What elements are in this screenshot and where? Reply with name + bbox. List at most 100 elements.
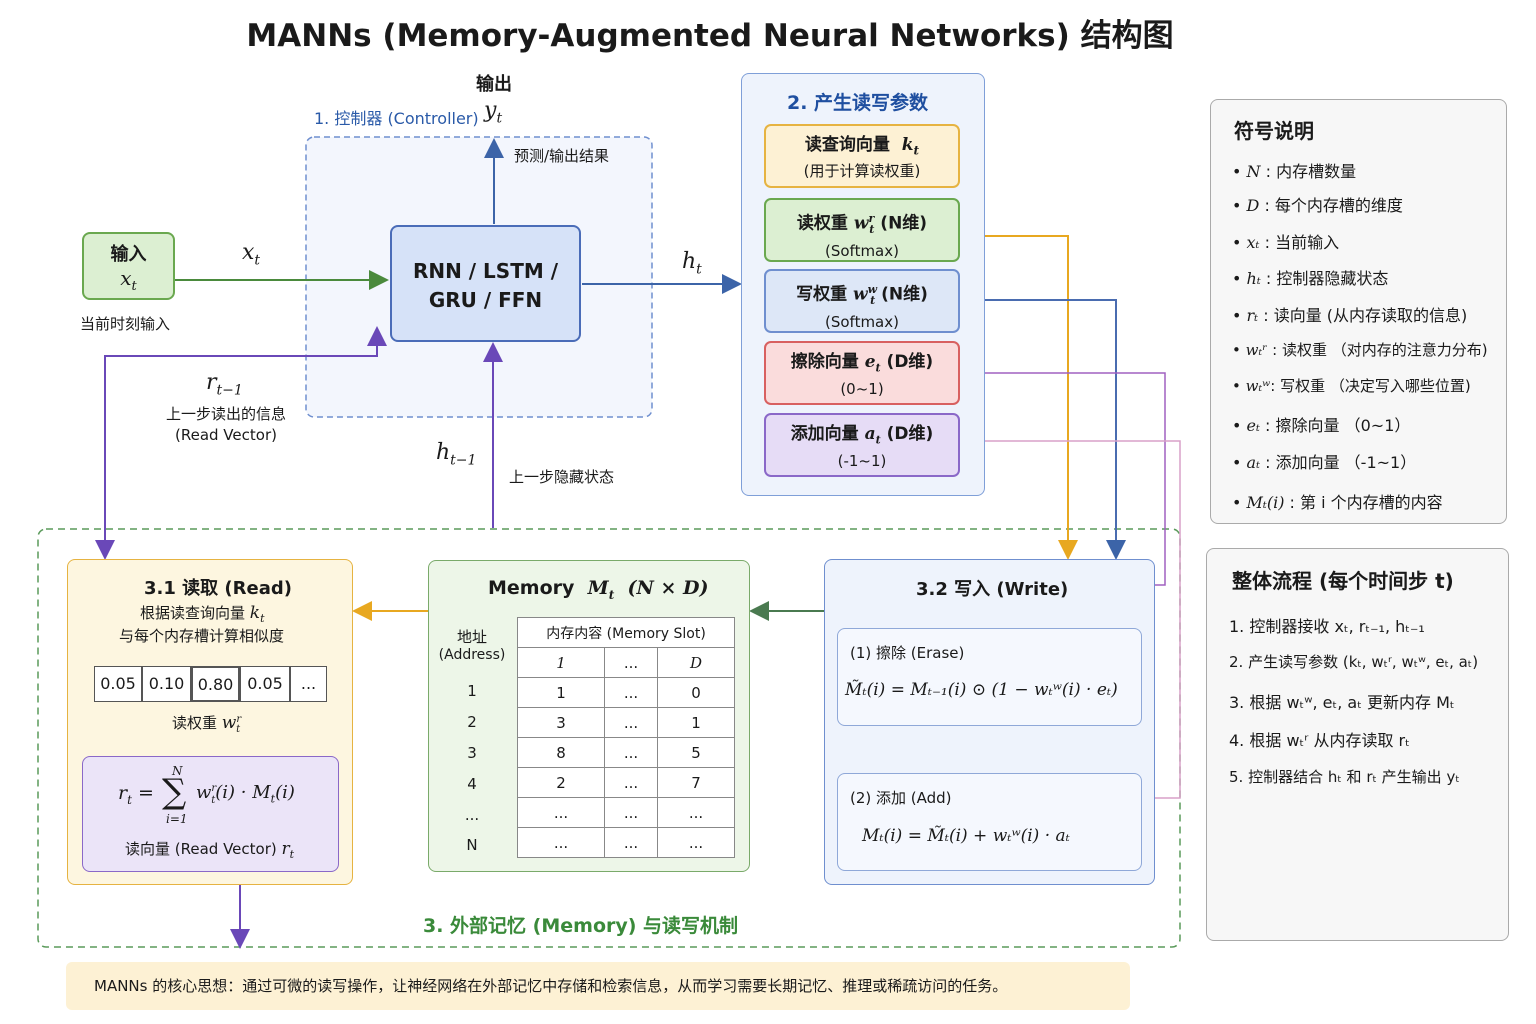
address-cell: 1 <box>467 682 477 700</box>
flow-step: 1. 控制器接收 xₜ, rₜ₋₁, hₜ₋₁ <box>1229 617 1425 636</box>
table-row: 2...7 <box>517 767 735 798</box>
col-header: ... <box>604 647 658 678</box>
flow-step: 3. 根据 wₜʷ, eₜ, aₜ 更新内存 Mₜ <box>1229 693 1455 712</box>
address-header: 地址 <box>456 628 487 646</box>
read-weight-param: 读权重 wrt (N维) (Softmax) <box>764 198 960 262</box>
memory-cell: 3 <box>517 707 605 738</box>
memory-title: Memory Mt (N × D) <box>488 577 709 602</box>
address-cell: 2 <box>467 713 477 731</box>
read-key-param: 读查询向量 kt (用于计算读权重) <box>764 124 960 188</box>
memory-cell: ... <box>604 827 658 858</box>
content-header: 内存内容 (Memory Slot) <box>517 617 735 648</box>
col-header: D <box>657 647 735 678</box>
read-weight-cell: 0.10 <box>142 666 191 702</box>
legend-item: • wₜʷ: 写权重 （决定写入哪些位置) <box>1232 377 1471 395</box>
legend-item: • xₜ : 当前输入 <box>1232 233 1340 252</box>
memory-cell: ... <box>517 827 605 858</box>
legend-item: • aₜ : 添加向量 （-1~1） <box>1232 453 1417 472</box>
read-formula-box <box>82 756 339 872</box>
read-weight-cell: 0.80 <box>191 666 240 702</box>
read-desc1: 根据读查询向量 kt <box>140 603 265 625</box>
address-cell: 3 <box>467 744 477 762</box>
table-row: 1...0 <box>517 677 735 708</box>
memory-table: 内存内容 (Memory Slot) 1 ... D 1...0 3...1 8… <box>517 617 735 858</box>
page-title: MANNs (Memory-Augmented Neural Networks)… <box>246 18 1174 54</box>
prev-hidden-desc: 上一步隐藏状态 <box>509 468 615 486</box>
input-arrow-symbol: xt <box>242 240 261 269</box>
memory-cell: ... <box>604 797 658 828</box>
memory-cell: ... <box>657 827 735 858</box>
table-row: 3...1 <box>517 707 735 738</box>
controller-core-line2: GRU / FFN <box>428 288 543 312</box>
read-weight-cell: 0.05 <box>240 666 290 702</box>
sum-icon: ∑ <box>162 772 187 812</box>
input-symbol: xt <box>120 266 137 294</box>
read-formula-rhs: wrt(i) · Mt(i) <box>196 782 295 806</box>
address-header-en: (Address) <box>438 647 506 663</box>
read-weight-label: 读权重 wrt <box>172 713 242 735</box>
controller-core-line1: RNN / LSTM / <box>412 259 559 283</box>
output-symbol: yt <box>484 98 503 127</box>
legend-item: • eₜ : 擦除向量 （0~1） <box>1232 416 1411 435</box>
read-desc2: 与每个内存槽计算相似度 <box>119 627 285 645</box>
read-vector-label: 读向量 (Read Vector) rt <box>125 839 295 861</box>
memory-cell: 2 <box>517 767 605 798</box>
legend-item: • N : 内存槽数量 <box>1232 162 1357 181</box>
flow-step: 5. 控制器结合 hₜ 和 rₜ 产生输出 yₜ <box>1229 768 1460 786</box>
erase-step-box <box>837 628 1142 726</box>
output-desc: 预测/输出结果 <box>514 147 610 165</box>
read-weight-cell: 0.05 <box>94 666 142 702</box>
read-title: 3.1 读取 (Read) <box>144 578 292 599</box>
legend-item: • hₜ : 控制器隐藏状态 <box>1232 269 1389 288</box>
memory-cell: 1 <box>517 677 605 708</box>
prev-hidden-symbol: ht−1 <box>436 440 477 469</box>
hidden-symbol: ht <box>682 249 702 278</box>
memory-cell: 5 <box>657 737 735 768</box>
input-title: 输入 <box>110 244 147 265</box>
add-param: 添加向量 at (D维) (-1~1) <box>764 413 960 477</box>
prev-read-desc2: (Read Vector) <box>175 426 277 444</box>
memory-cell: 0 <box>657 677 735 708</box>
legend-title: 符号说明 <box>1234 119 1314 143</box>
memory-cell: 1 <box>657 707 735 738</box>
memory-cell: ... <box>604 677 658 708</box>
memory-cell: ... <box>657 797 735 828</box>
memory-region <box>37 528 1181 948</box>
prev-read-desc1: 上一步读出的信息 <box>166 405 287 423</box>
memory-section-label: 3. 外部记忆 (Memory) 与读写机制 <box>423 915 739 937</box>
write-weight-param: 写权重 wwt (N维) (Softmax) <box>764 269 960 333</box>
legend-item: • wₜʳ : 读权重 （对内存的注意力分布) <box>1232 341 1488 359</box>
memory-cell: ... <box>604 737 658 768</box>
table-row: 8...5 <box>517 737 735 768</box>
memory-cell: 8 <box>517 737 605 768</box>
output-title: 输出 <box>476 74 512 95</box>
read-formula-lhs: rt = <box>118 782 154 807</box>
legend-item: • Mₜ(i) : 第 i 个内存槽的内容 <box>1232 493 1443 512</box>
controller-label: 1. 控制器 (Controller) <box>314 109 479 128</box>
memory-cell: ... <box>604 767 658 798</box>
sum-upper: N <box>172 764 183 778</box>
memory-cell: 7 <box>657 767 735 798</box>
input-desc: 当前时刻输入 <box>80 315 171 333</box>
read-weight-cell: ... <box>290 666 327 702</box>
controller-core: RNN / LSTM / GRU / FFN <box>390 225 581 342</box>
erase-param: 擦除向量 et (D维) (0~1) <box>764 341 960 405</box>
address-cell: 4 <box>467 775 477 793</box>
add-step-title: (2) 添加 (Add) <box>850 789 952 807</box>
col-header: 1 <box>517 647 605 678</box>
address-cell: ... <box>464 806 480 824</box>
table-row: ......... <box>517 827 735 858</box>
erase-formula: M̃ₜ(i) = Mₜ₋₁(i) ⊙ (1 − wₜʷ(i) · eₜ) <box>845 680 1118 700</box>
flow-title: 整体流程 (每个时间步 t) <box>1232 569 1454 593</box>
address-cell: N <box>466 836 478 854</box>
legend-item: • D : 每个内存槽的维度 <box>1232 196 1403 215</box>
footer-note: MANNs 的核心思想：通过可微的读写操作，让神经网络在外部记忆中存储和检索信息… <box>66 962 1130 1010</box>
table-row: ......... <box>517 797 735 828</box>
legend-panel <box>1210 99 1507 524</box>
write-title: 3.2 写入 (Write) <box>916 579 1069 600</box>
flow-panel <box>1206 548 1509 941</box>
flow-step: 2. 产生读写参数 (kₜ, wₜʳ, wₜʷ, eₜ, aₜ) <box>1229 653 1479 671</box>
legend-item: • rₜ : 读向量 (从内存读取的信息) <box>1232 306 1468 325</box>
sum-lower: i=1 <box>166 812 188 826</box>
memory-cell: ... <box>604 707 658 738</box>
